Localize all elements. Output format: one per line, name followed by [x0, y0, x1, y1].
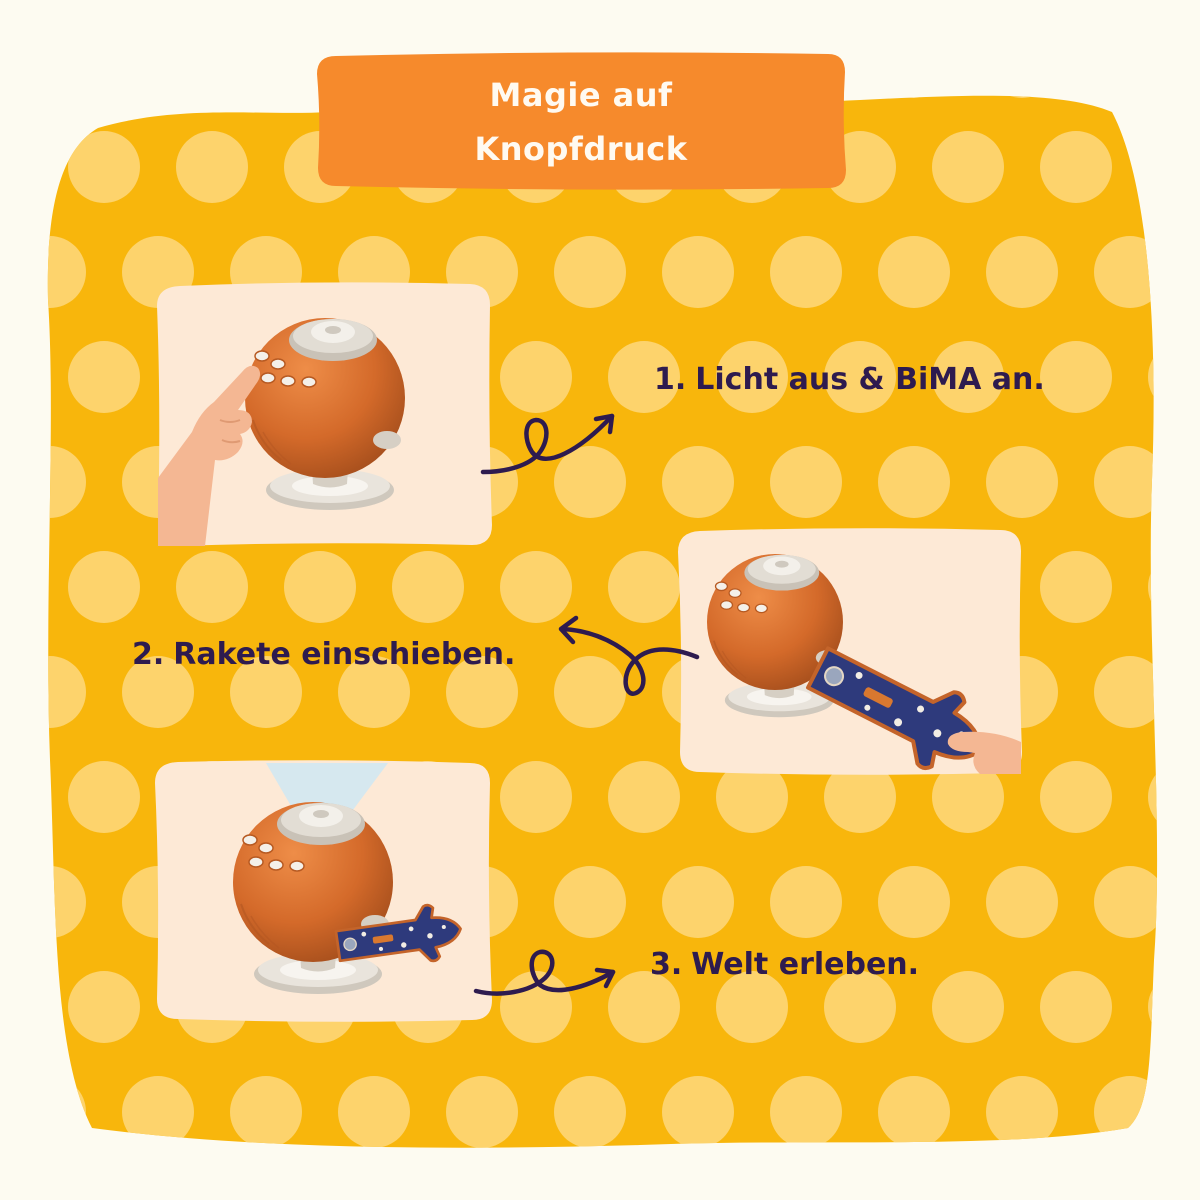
- hand-knuckle-line: [221, 439, 241, 444]
- step-2-illustration: [706, 553, 1021, 790]
- step-1-label: Licht aus & BiMA an.: [695, 362, 1045, 397]
- step-3-number: 3.: [650, 947, 683, 982]
- arrow-2-head: [558, 615, 579, 645]
- step-3-caption: 3.Welt erleben.: [650, 945, 919, 985]
- hand-pushing-icon: [947, 731, 1021, 774]
- step-2-label: Rakete einschieben.: [173, 637, 516, 672]
- arrow-1-head: [593, 413, 615, 435]
- arrow-3-icon: [473, 949, 616, 996]
- arrow-2-icon: [558, 615, 700, 696]
- banner-line-1: Magie auf: [489, 75, 673, 114]
- banner-line-2: Knopfdruck: [474, 129, 688, 168]
- step-3-label: Welt erleben.: [691, 947, 920, 982]
- hand-pressing-icon: [158, 365, 261, 546]
- step-3-illustration: [232, 763, 466, 995]
- step-2-caption: 2.Rakete einschieben.: [132, 635, 515, 675]
- hand-knuckle-line: [219, 419, 241, 423]
- arrow-2-stroke: [559, 626, 700, 696]
- banner-title: Magie auf Knopfdruck: [317, 55, 845, 188]
- arrow-3-stroke: [473, 949, 616, 996]
- title-banner: [317, 52, 846, 190]
- step-1-illustration: [158, 317, 406, 546]
- step-1-caption: 1.Licht aus & BiMA an.: [654, 360, 1045, 400]
- arrow-1-icon: [480, 413, 615, 475]
- arrow-1-stroke: [480, 413, 615, 475]
- arrow-3-head: [594, 967, 616, 989]
- step-2-number: 2.: [132, 637, 165, 672]
- step-1-number: 1.: [654, 362, 687, 397]
